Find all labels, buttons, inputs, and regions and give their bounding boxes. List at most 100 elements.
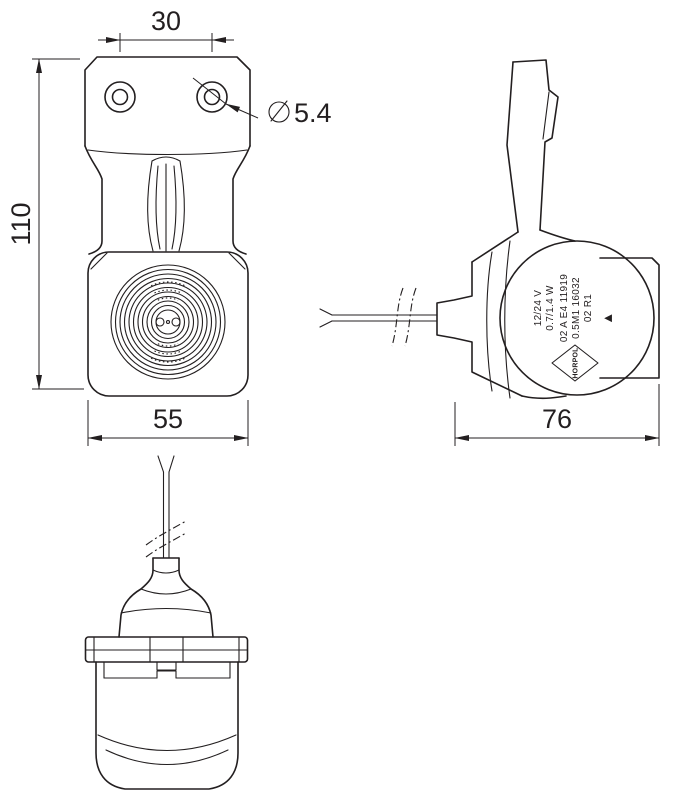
lens-stipple-arc [150, 281, 186, 287]
label-approval-2: 0.5M1 16032 [571, 277, 582, 339]
lens-ring [119, 273, 217, 371]
hole-bore [203, 88, 221, 106]
hinge-left-line [147, 160, 154, 252]
lens-rings [110, 264, 226, 380]
label-approval-1: 02 A E4 11919 [559, 274, 570, 342]
cable-break-mark [145, 532, 187, 558]
brand-diamond-outline [551, 344, 599, 382]
lens-ring [155, 309, 181, 335]
cable-end-fray [319, 308, 333, 316]
dim-depth-side-value: 76 [542, 404, 572, 434]
hinge-top-arc [151, 156, 181, 162]
flange-center-tab [156, 661, 177, 671]
mounting-flange [84, 636, 249, 671]
cone-bottom-edge [521, 395, 567, 400]
lens-center-detail [171, 317, 181, 327]
neck-left-outline [84, 145, 103, 255]
lens-surface-arc [105, 749, 229, 766]
hole-counterbore [196, 81, 228, 113]
grommet-right-outline [178, 557, 214, 638]
cable-end-fray [319, 320, 333, 328]
hinge-inner-left [155, 165, 161, 250]
body-outline [95, 661, 239, 790]
dim-width-front: 55 [87, 400, 249, 446]
label-voltage: 12/24 V [533, 290, 544, 327]
dim-width-front-value: 55 [153, 404, 183, 434]
cone-top-right-edge [539, 229, 576, 242]
dim-hole-diameter: 5.4 [192, 77, 332, 128]
housing-rear-block [599, 257, 660, 379]
bottom-view [84, 455, 249, 790]
lens-ring [137, 291, 199, 353]
housing-cone [436, 229, 576, 400]
cone-ridge [504, 240, 511, 399]
lamp-face-circle [499, 240, 655, 396]
cone-left-edge [436, 261, 523, 397]
hole-counterbore [104, 81, 136, 113]
lens-ring [146, 300, 190, 344]
grommet-contour [140, 588, 192, 595]
diameter-symbol-circle [268, 101, 290, 123]
cable-grommet [118, 557, 214, 638]
diameter-symbol-icon [268, 100, 290, 123]
label-power: 0.7/1.4 W [545, 285, 556, 331]
hinge-detail [147, 156, 185, 252]
cable-end-fray [157, 455, 165, 473]
dim-hole-diameter-value: 5.4 [294, 98, 332, 128]
lens-ring [132, 286, 204, 358]
housing-chamfer-right [228, 252, 246, 270]
dim-height-value: 110 [6, 202, 36, 245]
lens-ring [150, 304, 186, 340]
mounting-hole-right [196, 81, 228, 113]
grommet-contour [120, 607, 212, 614]
arm-left-outline [506, 61, 519, 233]
cable-break-mark [145, 520, 187, 546]
mounting-arm [506, 59, 559, 233]
side-view: 12/24 V 0.7/1.4 W 02 A E4 11919 0.5M1 16… [319, 59, 660, 400]
cable-top [145, 455, 187, 559]
lamp-body-bottom [95, 661, 239, 790]
label-approval-3: 02 R1 [583, 294, 594, 322]
housing-chamfer-left [90, 252, 108, 270]
lamp-housing-outline [87, 251, 249, 397]
brand-diamond-logo: HORPOL [551, 344, 599, 382]
front-view [84, 56, 251, 397]
cone-top-edge [471, 231, 519, 263]
lens-ring [114, 268, 222, 376]
lens-center-detail [155, 317, 165, 327]
hinge-right-line [178, 160, 185, 252]
lens-ring [141, 295, 195, 349]
neck-right-outline [232, 145, 251, 255]
arm-right-outline [512, 59, 559, 231]
mounting-plate-outline [84, 56, 251, 147]
lens-center-dot [165, 319, 171, 325]
brand-name: HORPOL [573, 347, 580, 379]
direction-arrow-icon: ◄ [602, 310, 615, 325]
cable [319, 287, 438, 347]
lens-ring [123, 277, 213, 367]
lamp-face-label: 12/24 V 0.7/1.4 W 02 A E4 11919 0.5M1 16… [533, 274, 615, 382]
cable-break-mark [391, 287, 404, 347]
mounting-hole-left [104, 81, 136, 113]
lens-stipple-arc [157, 297, 179, 301]
dim-height: 110 [6, 58, 84, 390]
dim-depth-side: 76 [454, 384, 660, 446]
lens-ring [128, 282, 208, 362]
hinge-inner-right [171, 165, 177, 250]
grommet-left-outline [118, 557, 154, 638]
cable-break-mark [404, 287, 417, 347]
dim-hole-spacing: 30 [98, 6, 234, 52]
body-center-notch [156, 670, 177, 679]
lens-surface-arc [97, 734, 237, 751]
leader-line [225, 103, 259, 119]
leader-line-through-hole [192, 77, 227, 105]
hole-bore [111, 88, 129, 106]
arm-inner-line [542, 91, 550, 140]
cable-end-fray [168, 455, 175, 473]
dim-hole-spacing-value: 30 [151, 6, 181, 36]
lens-stipple-arc [157, 343, 179, 347]
lens-ring [110, 264, 226, 380]
cone-ridge [486, 251, 493, 392]
